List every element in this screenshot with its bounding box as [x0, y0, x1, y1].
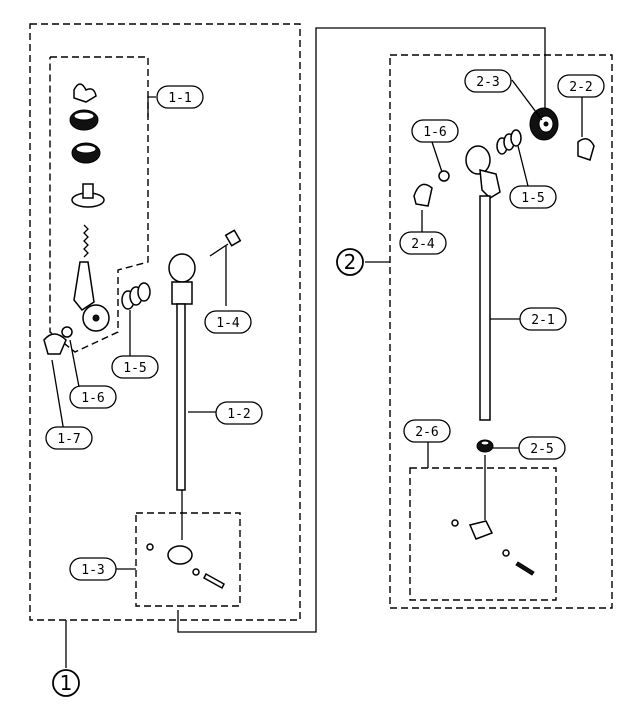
label-1-7: 1-7	[45, 426, 93, 450]
label-2-3: 2-3	[464, 69, 512, 93]
svg-text:1-5: 1-5	[123, 361, 146, 376]
thumb-screw-2-4-icon	[413, 183, 433, 207]
washer-2-side-icon	[438, 170, 450, 182]
spring-1-5-icon	[121, 282, 151, 310]
svg-text:1-1: 1-1	[168, 91, 191, 106]
tension-disc-icon	[529, 107, 559, 141]
svg-text:2-5: 2-5	[530, 442, 553, 457]
assembly-1-3-subframe	[135, 512, 241, 607]
spool-pin-icon	[71, 183, 105, 208]
svg-text:2-1: 2-1	[531, 313, 554, 328]
svg-text:1-5: 1-5	[521, 191, 544, 206]
clamp-2-6-icon	[451, 519, 535, 576]
label-1-4: 1-4	[204, 310, 252, 334]
label-2-4: 2-4	[399, 231, 447, 255]
svg-text:2: 2	[344, 250, 357, 274]
thumb-nut-icon	[73, 83, 97, 103]
leader-2-3	[511, 79, 543, 121]
felt-washer-top-icon	[69, 109, 99, 131]
label-1-1: 1-1	[156, 85, 204, 109]
svg-text:1-2: 1-2	[227, 407, 250, 422]
svg-text:2-4: 2-4	[411, 237, 435, 252]
svg-text:1-7: 1-7	[57, 432, 80, 447]
assembly-number-2: 2	[336, 248, 364, 276]
leader-1-6	[69, 339, 81, 393]
assembly-2-frame	[389, 54, 613, 609]
svg-text:2-3: 2-3	[476, 75, 499, 90]
assembly-link-line	[177, 27, 546, 633]
svg-text:1-4: 1-4	[216, 316, 240, 331]
leader-1-7	[51, 359, 65, 433]
thumb-nut-2-2-icon	[577, 138, 595, 161]
svg-text:1-6: 1-6	[423, 125, 446, 140]
screw-1-4-icon	[209, 229, 242, 257]
label-1-3: 1-3	[69, 557, 117, 581]
washer-1-6-icon	[61, 326, 73, 338]
nut-2-5-icon	[476, 439, 494, 453]
assembly-1-frame	[29, 23, 301, 621]
rod-1-2-icon	[168, 253, 196, 491]
spring-2-side-icon	[496, 129, 522, 155]
leader-1-1	[147, 96, 156, 117]
rod-2-1-icon	[465, 145, 501, 421]
label-1-5: 1-5	[111, 355, 159, 379]
svg-text:2-6: 2-6	[415, 425, 438, 440]
label-1-6-assembly-2: 1-6	[411, 119, 459, 143]
spring-wire-icon	[83, 224, 89, 258]
svg-text:1: 1	[60, 671, 73, 695]
label-2-6: 2-6	[403, 419, 451, 443]
label-1-6: 1-6	[69, 385, 117, 409]
guide-arm-icon	[73, 261, 110, 332]
clamp-1-3-icon	[146, 543, 225, 590]
leader-1-6-a2	[431, 141, 443, 173]
label-1-2: 1-2	[215, 401, 263, 425]
assembly-1-1-subframe	[49, 56, 149, 353]
label-2-5: 2-5	[518, 436, 566, 460]
assembly-2-6-subframe	[409, 467, 557, 601]
leader-1-5-a2	[517, 145, 529, 187]
thumb-screw-icon	[43, 333, 67, 355]
label-2-2: 2-2	[557, 74, 605, 98]
label-1-5-assembly-2: 1-5	[509, 185, 557, 209]
assembly-number-1: 1	[52, 669, 80, 697]
svg-text:2-2: 2-2	[569, 80, 592, 95]
label-2-1: 2-1	[519, 307, 567, 331]
svg-text:1-3: 1-3	[81, 563, 104, 578]
svg-text:1-6: 1-6	[81, 391, 104, 406]
felt-washer-bottom-icon	[71, 142, 101, 164]
